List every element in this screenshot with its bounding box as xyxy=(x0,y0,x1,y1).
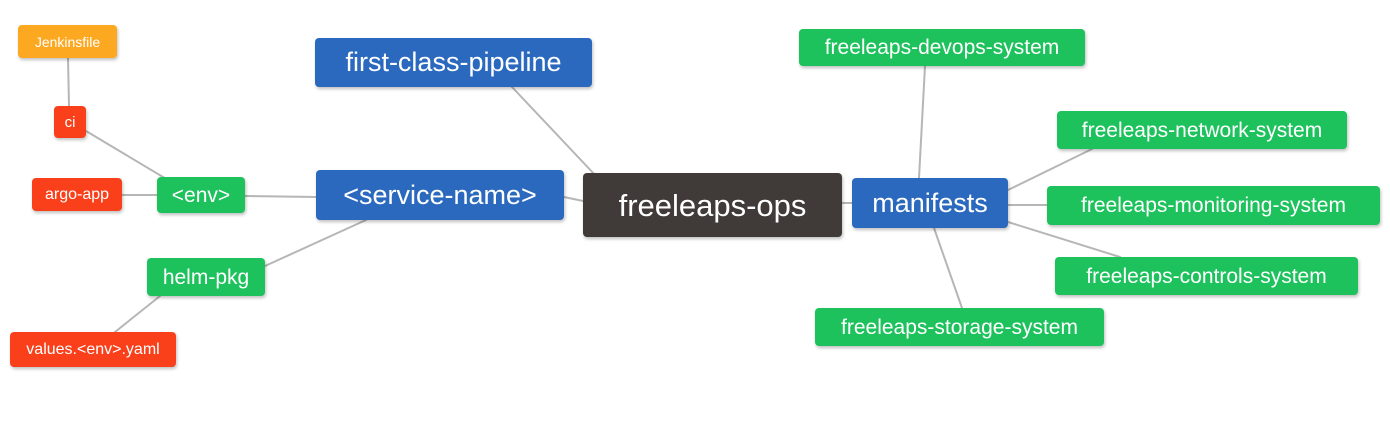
node-label-freeleaps-storage-system: freeleaps-storage-system xyxy=(841,315,1078,339)
edge-manifests-to-freeleaps-network-system xyxy=(1007,148,1093,191)
node-freeleaps-controls-system[interactable]: freeleaps-controls-system xyxy=(1055,257,1358,295)
node-jenkinsfile[interactable]: Jenkinsfile xyxy=(18,25,117,58)
node-label-freeleaps-network-system: freeleaps-network-system xyxy=(1081,118,1323,142)
edge-manifests-to-freeleaps-controls-system xyxy=(1007,221,1121,258)
edge-manifests-to-freeleaps-devops-system xyxy=(918,65,926,179)
node-first-class-pipeline[interactable]: first-class-pipeline xyxy=(315,38,592,87)
edge-env-to-ci xyxy=(85,130,169,181)
node-label-argo-app: argo-app xyxy=(44,185,110,203)
edge-freeleaps-ops-to-first-class-pipeline xyxy=(511,86,597,177)
node-manifests[interactable]: manifests xyxy=(852,178,1008,228)
node-service-name[interactable]: <service-name> xyxy=(316,170,564,220)
edge-helm-pkg-to-values-env-yaml xyxy=(114,295,161,333)
edge-freeleaps-ops-to-service-name xyxy=(563,196,584,202)
node-freeleaps-storage-system[interactable]: freeleaps-storage-system xyxy=(815,308,1104,346)
node-label-first-class-pipeline: first-class-pipeline xyxy=(345,47,562,77)
node-label-service-name: <service-name> xyxy=(343,179,537,210)
node-label-ci: ci xyxy=(64,113,76,131)
edge-ci-to-jenkinsfile xyxy=(67,57,70,107)
node-freeleaps-network-system[interactable]: freeleaps-network-system xyxy=(1057,111,1347,149)
node-argo-app[interactable]: argo-app xyxy=(32,178,122,211)
node-freeleaps-monitoring-system[interactable]: freeleaps-monitoring-system xyxy=(1047,186,1380,225)
node-label-helm-pkg: helm-pkg xyxy=(162,265,250,289)
node-ci[interactable]: ci xyxy=(54,106,86,138)
node-env[interactable]: <env> xyxy=(157,177,245,213)
node-label-freeleaps-monitoring-system: freeleaps-monitoring-system xyxy=(1081,194,1346,217)
node-freeleaps-devops-system[interactable]: freeleaps-devops-system xyxy=(799,29,1085,66)
edge-service-name-to-env xyxy=(244,195,317,198)
node-label-jenkinsfile: Jenkinsfile xyxy=(34,33,101,50)
edge-service-name-to-helm-pkg xyxy=(264,219,367,267)
node-helm-pkg[interactable]: helm-pkg xyxy=(147,258,265,296)
node-label-manifests: manifests xyxy=(872,187,988,218)
node-label-env: <env> xyxy=(171,183,231,207)
edge-manifests-to-freeleaps-storage-system xyxy=(933,227,963,309)
node-label-freeleaps-devops-system: freeleaps-devops-system xyxy=(824,36,1060,59)
node-label-freeleaps-controls-system: freeleaps-controls-system xyxy=(1086,264,1327,288)
node-freeleaps-ops[interactable]: freeleaps-ops xyxy=(583,173,842,237)
node-label-freeleaps-ops: freeleaps-ops xyxy=(618,187,807,223)
node-label-values-env-yaml: values.<env>.yaml xyxy=(26,340,160,358)
node-values-env-yaml[interactable]: values.<env>.yaml xyxy=(10,332,176,367)
